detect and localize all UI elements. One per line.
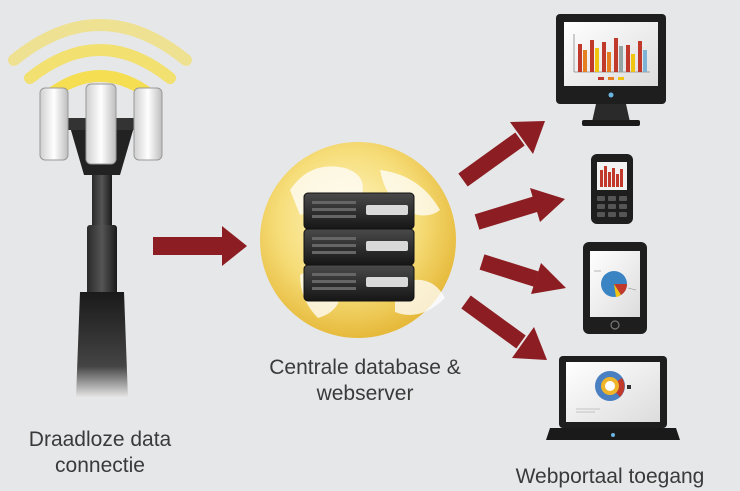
- arrow-to-server: [153, 226, 247, 266]
- antenna-label-line1: Draadloze data: [28, 428, 172, 451]
- arrow-to-tablet: [479, 254, 566, 294]
- antenna-label-line2: connectie: [55, 454, 145, 477]
- arrows-to-devices: [458, 121, 566, 360]
- mini-pie-chart: [594, 270, 637, 297]
- desktop-monitor-icon: [556, 14, 666, 126]
- smartphone-icon: [591, 154, 633, 224]
- server-label-line1: Centrale database &: [269, 356, 461, 379]
- server-rack-globe-icon: [260, 142, 456, 338]
- server-label-line2: webserver: [316, 382, 414, 405]
- antenna-label: Draadloze data connectie: [0, 427, 200, 479]
- portal-label: Webportaal toegang: [515, 465, 705, 488]
- arrow-to-phone: [474, 188, 565, 230]
- tablet-icon: [583, 242, 647, 334]
- arrow-to-monitor: [458, 121, 545, 187]
- server-label: Centrale database & webserver: [225, 355, 505, 407]
- mini-bar-chart: [573, 34, 650, 80]
- arrow-to-laptop: [461, 295, 547, 360]
- server-unit: [303, 192, 415, 230]
- server-unit: [303, 264, 415, 302]
- server-unit: [303, 228, 415, 266]
- laptop-icon: [546, 356, 680, 440]
- cell-tower-antenna-icon: [8, 19, 192, 398]
- mini-donut-chart: [576, 371, 631, 413]
